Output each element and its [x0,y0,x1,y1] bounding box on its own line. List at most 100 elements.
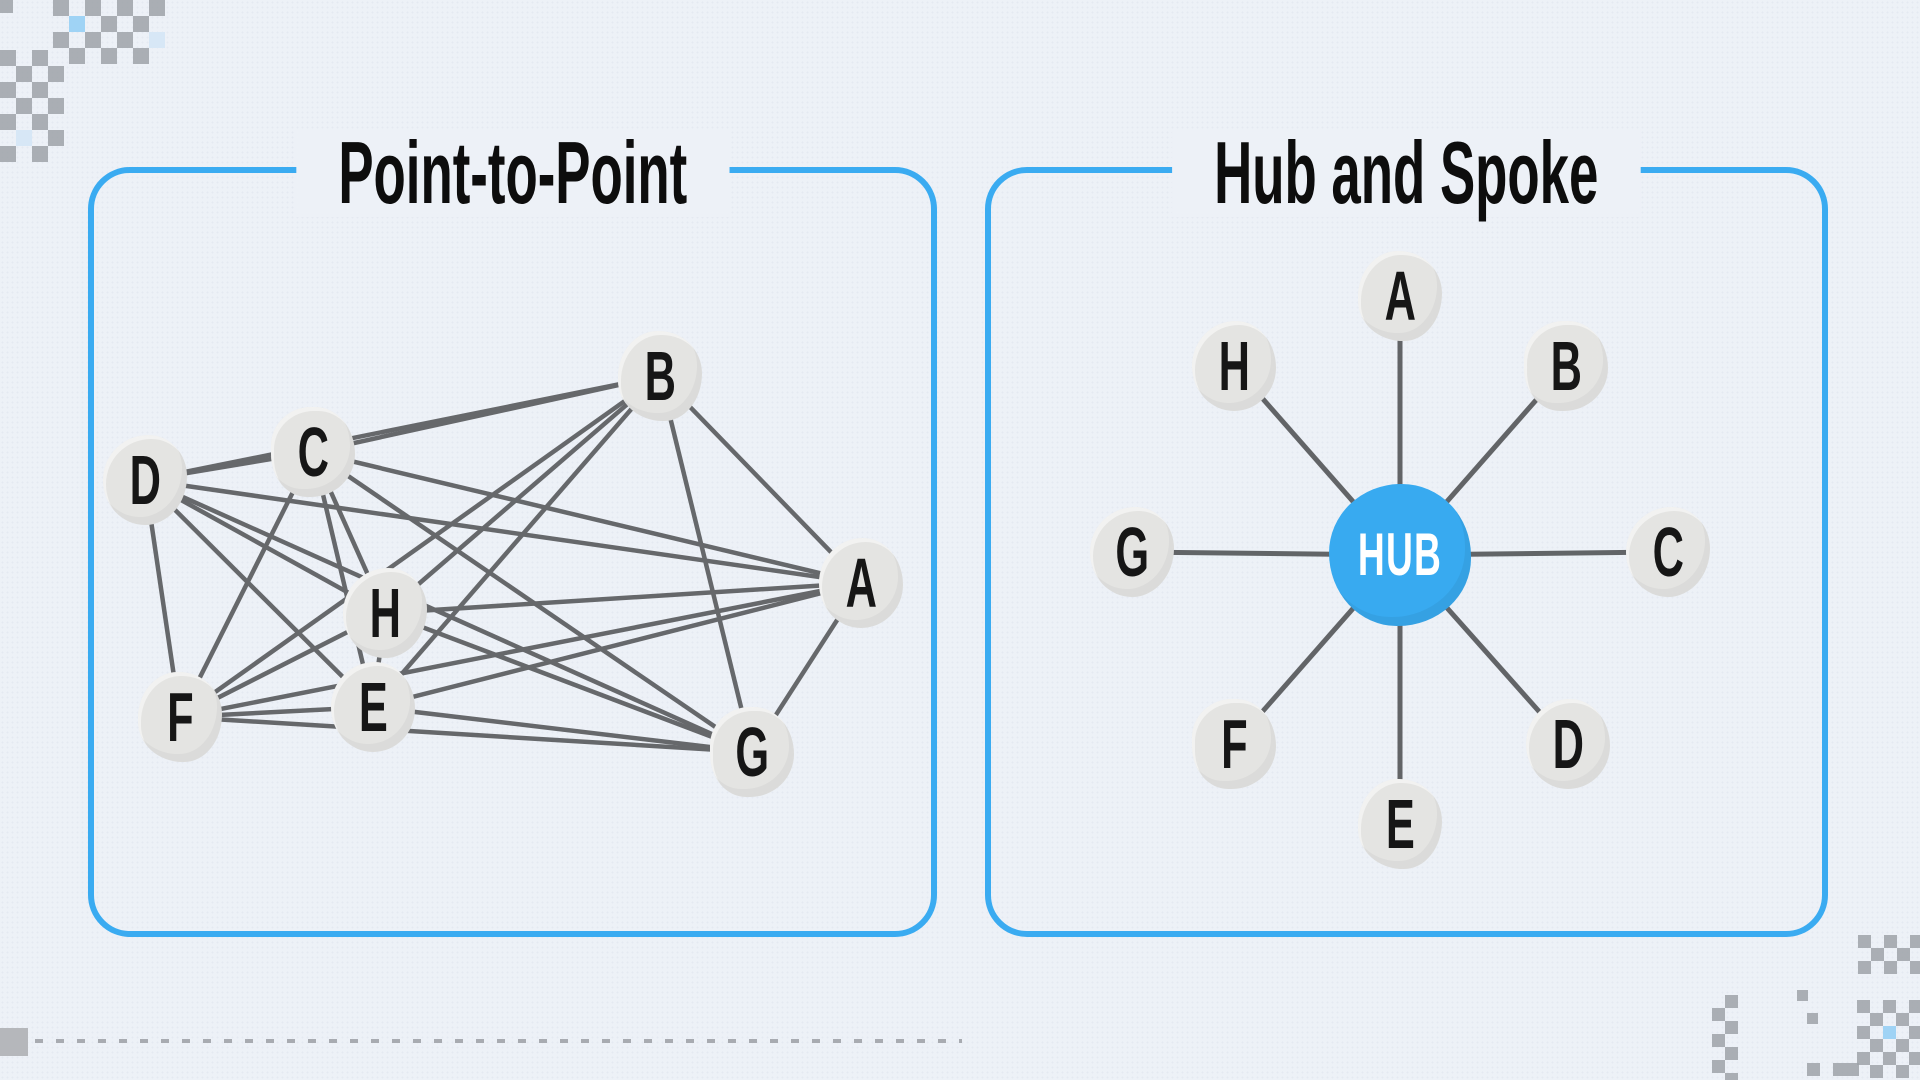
decor-cell [32,146,48,162]
decor-cell [133,16,149,32]
decor-cell [1857,1052,1870,1065]
decor-cell [16,98,32,114]
panel-point-to-point [88,167,937,937]
decor-cell [1807,1063,1820,1076]
node-label: H [1218,327,1250,405]
decor-cell [1725,1073,1738,1080]
decor-cell [0,0,13,13]
node-h-spoke: H [1192,321,1276,411]
node-label: E [1385,785,1415,863]
decor-cell [1884,961,1897,974]
decor-cell [1883,1052,1896,1065]
decor-cell [0,146,16,162]
node-f-mesh: F [138,672,222,762]
node-b-spoke: B [1524,321,1608,411]
decor-cell [1858,935,1871,948]
decor-cell [1897,948,1910,961]
node-g-spoke: G [1090,507,1174,597]
node-label: H [369,574,401,652]
decor-cell [1910,961,1920,974]
decor-cell [1870,1065,1883,1078]
node-h-mesh: H [343,568,427,658]
decor-cell [1883,1000,1896,1013]
decor-cell [1896,1013,1909,1026]
decor-cell [1896,1039,1909,1052]
node-c-spoke: C [1626,507,1710,597]
decor-cell [1807,1013,1818,1024]
decor-cell [1909,1052,1920,1065]
decor-cell [69,16,85,32]
decor-cell [1725,995,1738,1008]
decor-solid-square [0,1028,28,1056]
decor-cell [16,130,32,146]
decor-cell [149,32,165,48]
decor-cell [48,66,64,82]
decor-cell [1910,935,1920,948]
node-a-mesh: A [819,538,903,628]
node-label: F [166,678,194,756]
node-label: A [1384,257,1416,335]
node-label: F [1220,705,1248,783]
decor-cell [0,82,16,98]
decor-cell [32,50,48,66]
node-g-mesh: G [710,707,794,797]
node-label: G [1115,513,1149,591]
decor-cell [1870,1013,1883,1026]
decor-cell [1857,1026,1870,1039]
decor-cell [48,98,64,114]
decor-cell [1797,990,1808,1001]
decor-dashed-line [35,1039,962,1043]
node-label: G [735,713,769,791]
decor-cell [1909,1026,1920,1039]
decor-cell [1884,935,1897,948]
decor-cell [85,0,101,16]
decor-cell [117,0,133,16]
node-e-mesh: E [331,662,415,752]
decor-cell [1896,1065,1909,1078]
decor-cell [1712,1034,1725,1047]
decor-cell [69,48,85,64]
node-label: D [129,441,161,519]
node-d-spoke: D [1526,699,1610,789]
decor-cell [1712,1060,1725,1073]
node-a-spoke: A [1358,251,1442,341]
decor-cell [32,82,48,98]
hub-node: HUB [1329,484,1471,626]
decor-cell [101,48,117,64]
node-label: A [845,544,877,622]
decor-cell [149,0,165,16]
node-label: C [297,413,329,491]
decor-cell [1858,961,1871,974]
decor-cell [1725,1047,1738,1060]
node-f-spoke: F [1192,699,1276,789]
decor-cell [1712,1008,1725,1021]
decor-cell [101,16,117,32]
node-label: C [1652,513,1684,591]
decor-cell [1909,1000,1920,1013]
decor-cell [1833,1063,1846,1076]
hub-label: HUB [1357,521,1443,588]
decor-cell [1725,1021,1738,1034]
decor-cell [0,114,16,130]
decor-cell [53,32,69,48]
decor-cell [0,50,16,66]
decor-cell [133,48,149,64]
decor-cell [1883,1026,1896,1039]
decor-cell [1846,1063,1859,1076]
decor-cell [48,130,64,146]
node-label: D [1552,705,1584,783]
node-label: B [1550,327,1582,405]
decor-cell [16,66,32,82]
decor-cell [117,32,133,48]
node-b-mesh: B [618,331,702,421]
decor-cell [1857,1000,1870,1013]
decor-cell [1871,948,1884,961]
decor-cell [32,114,48,130]
decor-cell [53,0,69,16]
node-label: B [644,337,676,415]
node-e-spoke: E [1358,779,1442,869]
node-c-mesh: C [271,407,355,497]
node-d-mesh: D [103,435,187,525]
decor-cell [85,32,101,48]
